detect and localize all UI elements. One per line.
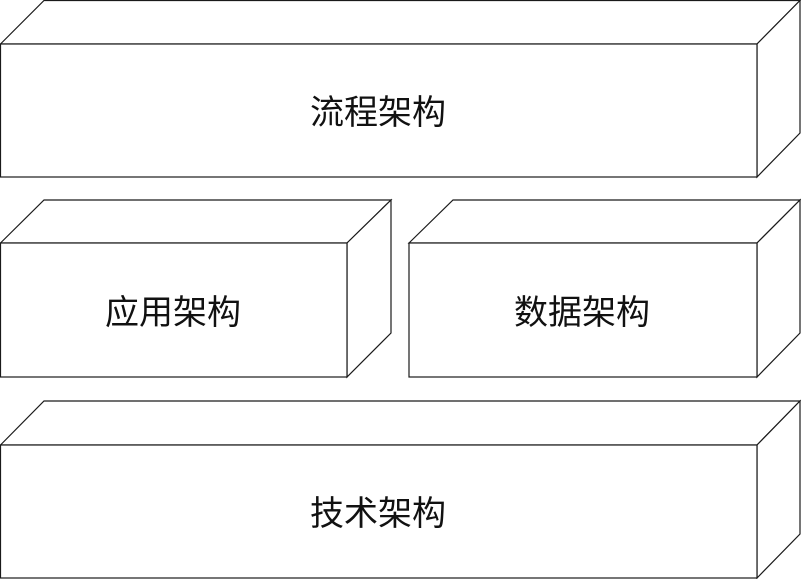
block-technology: 技术架构 (0, 399, 801, 579)
block-application: 应用架构 (0, 198, 393, 379)
block-front-face (0, 43, 758, 178)
block-label: 流程架构 (310, 93, 446, 133)
block-top-face (0, 400, 801, 446)
block-label: 数据架构 (514, 293, 650, 333)
block-front-face (408, 242, 758, 378)
block-top-face (0, 199, 393, 244)
block-label: 应用架构 (105, 293, 241, 333)
block-front-face (0, 242, 348, 378)
block-process: 流程架构 (0, 0, 801, 179)
block-front-face (0, 444, 758, 579)
block-data: 数据架构 (407, 198, 801, 379)
block-top-face (0, 0, 801, 45)
block-label: 技术架构 (310, 494, 446, 534)
block-top-face (407, 199, 801, 244)
